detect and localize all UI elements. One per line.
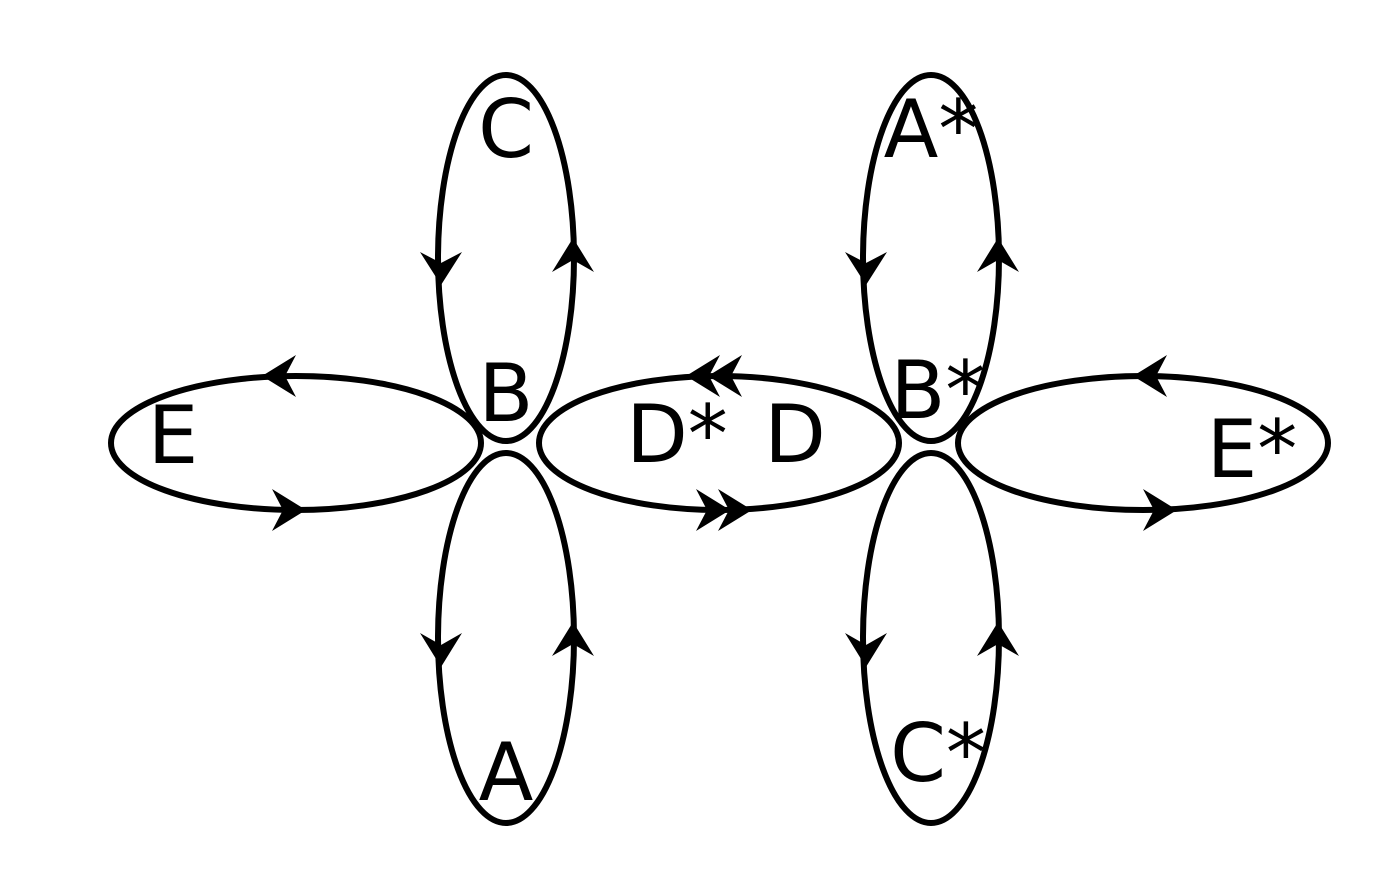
label-d: D <box>764 388 826 481</box>
arrow-d-right-2 <box>718 489 752 531</box>
arrow-d-left-2 <box>708 355 742 397</box>
arrow-e-star-left <box>1133 355 1167 397</box>
label-e: E <box>148 389 199 482</box>
label-c: C <box>478 83 534 176</box>
arrow-c-star-down <box>845 633 887 667</box>
arrow-e-left <box>262 355 296 397</box>
arrow-c-up <box>552 238 594 272</box>
label-d-star: D* <box>626 388 728 481</box>
label-c-star: C* <box>890 707 986 800</box>
arrow-a-down <box>420 633 462 667</box>
label-e-star: E* <box>1207 403 1298 496</box>
arrow-c-down <box>420 252 462 285</box>
arrow-c-star-up <box>977 622 1019 656</box>
arrow-a-up <box>552 622 594 656</box>
arrow-d-left-1 <box>686 355 720 397</box>
arrow-e-right <box>272 489 306 531</box>
arrow-e-star-right <box>1143 489 1177 531</box>
arrow-d-right-1 <box>696 489 730 531</box>
label-a: A <box>479 726 534 819</box>
label-a-star: A* <box>884 83 979 176</box>
arrow-a-star-up <box>977 238 1019 272</box>
label-b: B <box>479 347 534 440</box>
arrow-a-star-down <box>845 252 887 285</box>
label-b-star: B* <box>891 344 986 437</box>
